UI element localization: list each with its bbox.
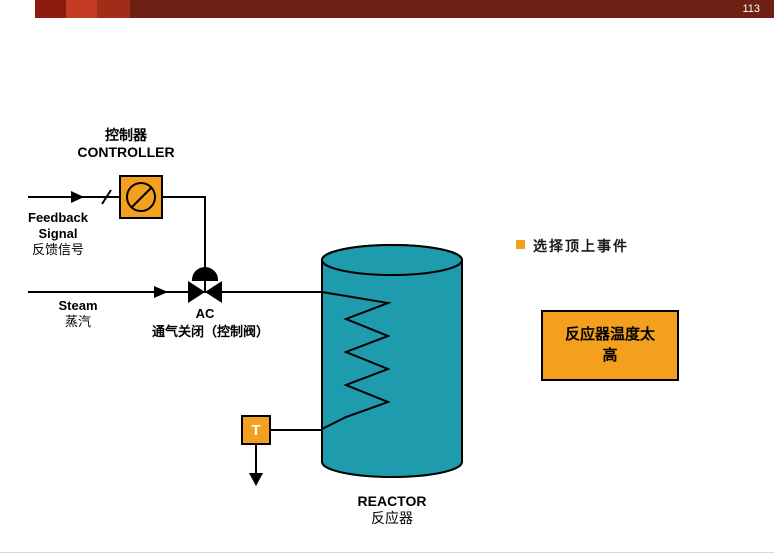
feedback-arrowhead-icon (71, 191, 84, 203)
header-bar: 113 (130, 0, 774, 18)
feedback-label-line1: Feedback (28, 210, 88, 225)
controller-to-valve-line (162, 196, 206, 269)
temperature-sensor-box (241, 415, 271, 445)
drain-arrowhead-icon (249, 473, 263, 486)
valve-actuator-dome-icon (191, 267, 219, 281)
header-segment-2 (66, 0, 97, 18)
bullet-square-icon (516, 240, 525, 249)
top-event-line2: 高 (602, 346, 618, 364)
reactor-top-rim (321, 244, 463, 276)
valve-description-label: 通气关闭（控制阀） (151, 324, 269, 339)
signal-slash-mark (101, 189, 112, 205)
heating-coil (321, 291, 392, 430)
feedback-label-line2: Signal (38, 225, 78, 241)
steam-arrowhead-icon (154, 286, 168, 298)
feedback-signal-label: Feedback Signal 反馈信号 (13, 210, 103, 258)
controller-label-en: CONTROLLER (77, 144, 175, 161)
reactor-label-en: REACTOR (357, 493, 427, 509)
reactor-label-cn: 反应器 (371, 510, 413, 527)
valve-body-left (188, 281, 205, 303)
reactor-label: REACTOR 反应器 (322, 493, 462, 527)
controller-label-cn: 控制器 (105, 127, 147, 143)
valve-tag-label: AC (195, 306, 215, 321)
page-number: 113 (742, 3, 760, 15)
top-event-box: 反应器温度太 高 (541, 310, 679, 381)
controller-label: 控制器 CONTROLLER (56, 127, 196, 161)
controller-slash-icon (130, 186, 153, 209)
header-segment-1 (35, 0, 66, 18)
top-event-line1: 反应器温度太 (564, 326, 655, 344)
reactor-vessel (321, 244, 463, 478)
controller-circle-icon (126, 182, 156, 212)
temperature-sensor-label: T (251, 422, 260, 439)
header-segment-3 (97, 0, 130, 18)
topic-bullet-item: 选择顶上事件 (516, 236, 629, 256)
steam-label: Steam 蒸汽 (43, 298, 113, 330)
feedback-label-line3: 反馈信号 (31, 241, 84, 257)
topic-bullet-label: 选择顶上事件 (533, 238, 629, 254)
valve-body-right (205, 281, 222, 303)
steam-label-line1: Steam (58, 298, 98, 313)
steam-label-line2: 蒸汽 (64, 313, 91, 329)
